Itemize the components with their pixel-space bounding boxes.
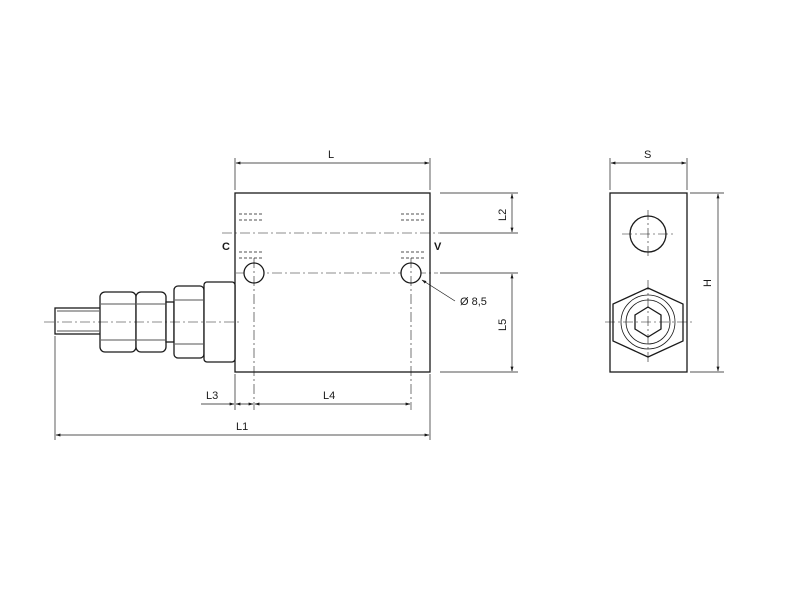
dimension-l1-label: L1 bbox=[236, 421, 248, 433]
dimension-l: L bbox=[234, 149, 431, 190]
side-view: S H bbox=[605, 149, 724, 373]
dimension-l1: L1 bbox=[54, 336, 431, 440]
hole-diameter-callout: Ø 8,5 bbox=[421, 279, 487, 308]
hole-diameter-label: Ø 8,5 bbox=[460, 296, 487, 308]
cartridge-stem bbox=[54, 307, 102, 335]
dimension-l3-l4: L3 L4 bbox=[201, 374, 411, 410]
dimension-h-label: H bbox=[702, 279, 714, 287]
dimension-l5: L5 bbox=[440, 272, 518, 373]
dimension-l-label: L bbox=[328, 149, 334, 161]
dimension-h: H bbox=[690, 192, 724, 373]
dimension-l2: L2 bbox=[440, 192, 518, 234]
valve-body bbox=[234, 192, 431, 373]
dimension-l3-label: L3 bbox=[206, 390, 218, 402]
hidden-passages bbox=[239, 213, 426, 259]
dimension-s: S bbox=[609, 149, 688, 190]
port-label-v: V bbox=[434, 241, 442, 253]
dimension-l5-label: L5 bbox=[497, 319, 509, 331]
dimension-s-label: S bbox=[644, 149, 651, 161]
dimension-l4-label: L4 bbox=[323, 390, 335, 402]
dimension-l2-label: L2 bbox=[497, 209, 509, 221]
front-view: C V Ø 8,5 L L2 L5 bbox=[44, 149, 518, 440]
port-label-c: C bbox=[222, 241, 230, 253]
